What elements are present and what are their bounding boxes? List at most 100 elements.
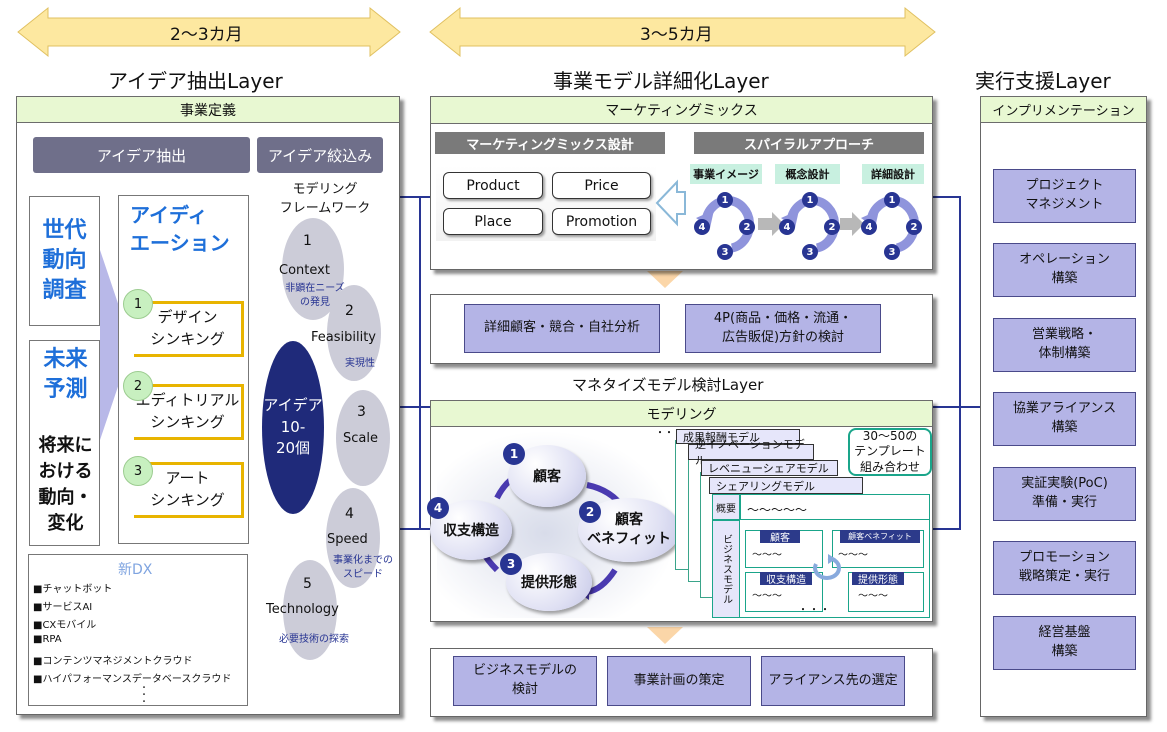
more-dots: ・ ・ ・ xyxy=(140,683,148,706)
modeling-header: モデリング xyxy=(430,400,933,427)
technology-bubble xyxy=(283,560,337,660)
arrow-label-detail-period: 3〜5カ月 xyxy=(640,25,713,45)
feasibility-sub: 実現性 xyxy=(345,358,375,369)
spiral-approach-header: スパイラルアプローチ xyxy=(694,132,924,154)
cell-value: ～～～ xyxy=(838,550,868,561)
flow-arrow xyxy=(100,250,132,440)
canvas-dots: ・・・ xyxy=(798,605,831,616)
cell-value: ～～～ xyxy=(858,591,888,602)
phase-concept-design: 概念設計 xyxy=(775,164,840,184)
business-definition-header: 事業定義 xyxy=(16,96,400,123)
bizmodel-vertical-label: ビジネスモデル xyxy=(712,520,740,618)
layer-title-detail: 事業モデル詳細化Layer xyxy=(553,69,769,93)
impl-poc: 実証実験(PoC)準備・実行 xyxy=(993,467,1136,521)
cell-offering-title: 提供形態 xyxy=(852,572,904,586)
template-note: 30〜50のテンプレート組み合わせ xyxy=(848,428,932,476)
impl-operation: オペレーション構築 xyxy=(993,243,1136,297)
feasibility-label: Feasibility xyxy=(311,330,376,345)
step-2-badge: 2 xyxy=(123,371,153,401)
technology-number: 5 xyxy=(303,576,312,592)
template-revenue-share: レベニューシェアモデル xyxy=(701,460,838,476)
cycle-num-4: 4 xyxy=(427,497,449,519)
impl-promotion: プロモーション戦略策定・実行 xyxy=(993,541,1136,595)
idea-narrow-header: アイデア絞込み xyxy=(257,137,383,173)
new-dx-item: ■コンテンツマネジメントクラウド xyxy=(33,656,193,667)
new-dx-box xyxy=(28,554,248,706)
new-dx-item: ■サービスAI xyxy=(33,602,93,613)
scale-label: Scale xyxy=(343,431,378,446)
template-dots: ・・・ xyxy=(655,428,683,439)
cycle3-num-1: 1 xyxy=(884,192,900,208)
technology-sub: 必要技術の探索 xyxy=(279,634,349,645)
arrow-label-idea-period: 2〜3カ月 xyxy=(170,25,243,45)
stack-edge xyxy=(675,440,689,570)
technology-label: Technology xyxy=(266,602,339,617)
timeline-arrows xyxy=(17,6,936,58)
template-reverse-innovation: 逆イノベーションモデル xyxy=(688,438,814,467)
marketing-mix-header: マーケティングミックス xyxy=(430,96,933,124)
impl-sales-strategy: 営業戦略・体制構築 xyxy=(993,318,1136,372)
cell-customer-title: 顧客 xyxy=(760,530,800,544)
alliance-box: アライアンス先の選定 xyxy=(761,656,905,706)
context-label: Context xyxy=(279,263,330,278)
phase-detail-design: 詳細設計 xyxy=(862,164,924,184)
cycle2-num-2: 2 xyxy=(824,219,840,235)
cycle-num-1: 1 xyxy=(503,443,525,465)
cycle1-num-1: 1 xyxy=(717,192,733,208)
cell-value: ～～～ xyxy=(752,591,782,602)
left-arrow-icon xyxy=(655,179,686,227)
impl-management-base: 経営基盤構築 xyxy=(993,616,1136,670)
new-dx-item: ■CXモバイル xyxy=(33,620,97,631)
price-pill: Price xyxy=(552,172,651,199)
promotion-pill: Promotion xyxy=(552,208,651,235)
context-number: 1 xyxy=(303,233,312,249)
cell-revenue-title: 収支構造 xyxy=(760,572,812,586)
design-thinking-box: デザインシンキング xyxy=(134,301,244,357)
step-1-badge: 1 xyxy=(123,289,153,319)
layer-title-exec: 実行支援Layer xyxy=(975,69,1111,93)
analysis-box: 詳細顧客・競合・自社分析 xyxy=(464,304,660,353)
cycle1-num-4: 4 xyxy=(694,219,710,235)
phase-business-image: 事業イメージ xyxy=(690,164,762,184)
speed-bubble xyxy=(326,488,380,588)
overview-value: ～～～～～ xyxy=(740,494,930,520)
step-3-badge: 3 xyxy=(123,456,153,486)
new-dx-item: ■RPA xyxy=(33,634,62,645)
speed-label: Speed xyxy=(327,532,368,547)
place-pill: Place xyxy=(443,208,543,235)
cycle2-num-4: 4 xyxy=(779,219,795,235)
overview-label: 概要 xyxy=(712,494,740,520)
new-dx-item: ■チャットボット xyxy=(33,584,113,595)
cycle3-num-4: 4 xyxy=(861,219,877,235)
cell-value: ～～～ xyxy=(752,550,782,561)
modeling-framework-label: モデリングフレームワーク xyxy=(279,182,371,216)
cycle1-num-3: 3 xyxy=(717,244,733,260)
template-sharing: シェアリングモデル xyxy=(709,477,863,494)
future-forecast-box: 未来予測 将来における動向・変化 xyxy=(29,340,100,546)
speed-sub: 事業化までのスピード xyxy=(333,555,393,580)
feasibility-number: 2 xyxy=(345,303,354,319)
cycle2-num-3: 3 xyxy=(802,244,818,260)
new-dx-title: 新DX xyxy=(118,562,153,578)
bizmodel-review-box: ビジネスモデルの検討 xyxy=(453,656,597,706)
cell-benefit-title: 顧客ベネフィット xyxy=(840,530,920,543)
cycle-num-3: 3 xyxy=(500,553,522,575)
business-plan-box: 事業計画の策定 xyxy=(607,656,751,706)
product-pill: Product xyxy=(443,172,543,199)
feasibility-bubble xyxy=(327,285,381,381)
monetize-layer-title: マネタイズモデル検討Layer xyxy=(572,376,764,394)
context-sub: 非顕在ニーズの発見 xyxy=(285,283,345,308)
refresh-icon xyxy=(813,554,841,580)
impl-project-management: プロジェクトマネジメント xyxy=(993,169,1136,223)
impl-alliance: 協業アライアンス構築 xyxy=(993,392,1136,446)
scale-bubble xyxy=(336,390,390,486)
generation-trend-box: 世代動向調査 xyxy=(29,196,100,326)
cycle1-num-2: 2 xyxy=(739,219,755,235)
idea-extract-header: アイデア抽出 xyxy=(33,137,250,173)
new-dx-item: ■ハイパフォーマンスデータベースクラウド xyxy=(33,674,232,685)
mm-design-header: マーケティングミックス設計 xyxy=(435,132,665,154)
policy-box: 4P(商品・価格・流通・広告販促)方針の検討 xyxy=(685,304,881,353)
cycle3-num-2: 2 xyxy=(906,219,922,235)
scale-number: 3 xyxy=(357,404,366,420)
